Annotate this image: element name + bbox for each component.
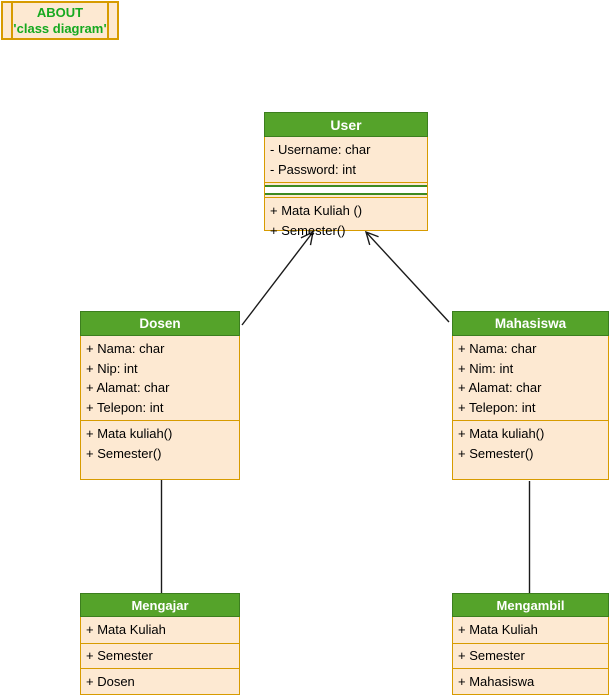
- attribute: + Alamat: char: [86, 380, 170, 395]
- class-mengajar-title: Mengajar: [80, 593, 240, 617]
- class-mahasiswa-title: Mahasiswa: [452, 311, 609, 336]
- attribute: + Telepon: int: [458, 399, 536, 415]
- table-row: + Mahasiswa: [453, 668, 608, 694]
- class-dosen: Dosen + Nama: char + Nip: int + Alamat: …: [80, 311, 240, 480]
- table-row: + Mata Kuliah: [453, 617, 608, 643]
- class-dosen-attributes: + Nama: char + Nip: int + Alamat: char +…: [81, 336, 239, 420]
- table-row: + Mata Kuliah: [81, 617, 239, 643]
- about-note-title: ABOUT: [36, 4, 84, 20]
- relation-mahasiswa-user-arrow: [364, 230, 450, 323]
- class-user-methods: + Mata Kuliah () + Semester(): [265, 198, 427, 243]
- attribute: + Telepon: int: [86, 399, 164, 415]
- class-user-title: User: [264, 112, 428, 137]
- method: + Mata kuliah(): [86, 426, 173, 441]
- about-note: ABOUT "class diagram": [1, 1, 119, 40]
- class-mengambil: Mengambil + Mata Kuliah + Semester + Mah…: [452, 593, 609, 695]
- attribute: + Nip: int: [86, 360, 138, 376]
- empty-compartment-separator: [265, 182, 427, 198]
- separator-green-lines: [265, 185, 427, 195]
- method: + Mata kuliah(): [458, 426, 545, 441]
- attribute: - Password: int: [270, 161, 356, 177]
- method: + Semester(): [270, 222, 346, 238]
- method: + Semester(): [86, 445, 162, 461]
- method: + Semester(): [458, 445, 534, 461]
- class-mengajar: Mengajar + Mata Kuliah + Semester + Dose…: [80, 593, 240, 695]
- class-mahasiswa-attributes: + Nama: char + Nim: int + Alamat: char +…: [453, 336, 608, 420]
- attribute: - Username: char: [270, 142, 371, 157]
- attribute: + Nama: char: [86, 341, 165, 356]
- class-mahasiswa-methods: + Mata kuliah() + Semester(): [453, 420, 608, 479]
- about-note-subtitle: "class diagram": [10, 20, 110, 36]
- table-row: + Semester: [81, 642, 239, 669]
- method: + Mata Kuliah (): [270, 203, 363, 218]
- table-row: + Dosen: [81, 668, 239, 694]
- attribute: + Nim: int: [458, 360, 514, 376]
- class-dosen-methods: + Mata kuliah() + Semester(): [81, 420, 239, 479]
- attribute: + Nama: char: [458, 341, 537, 356]
- class-dosen-title: Dosen: [80, 311, 240, 336]
- class-mahasiswa: Mahasiswa + Nama: char + Nim: int + Alam…: [452, 311, 609, 480]
- table-row: + Semester: [453, 642, 608, 669]
- attribute: + Alamat: char: [458, 380, 542, 395]
- relation-dosen-user-arrow: [241, 230, 314, 326]
- class-mengambil-title: Mengambil: [452, 593, 609, 617]
- class-user: User - Username: char - Password: int + …: [264, 112, 428, 238]
- class-user-attributes: - Username: char - Password: int: [265, 137, 427, 182]
